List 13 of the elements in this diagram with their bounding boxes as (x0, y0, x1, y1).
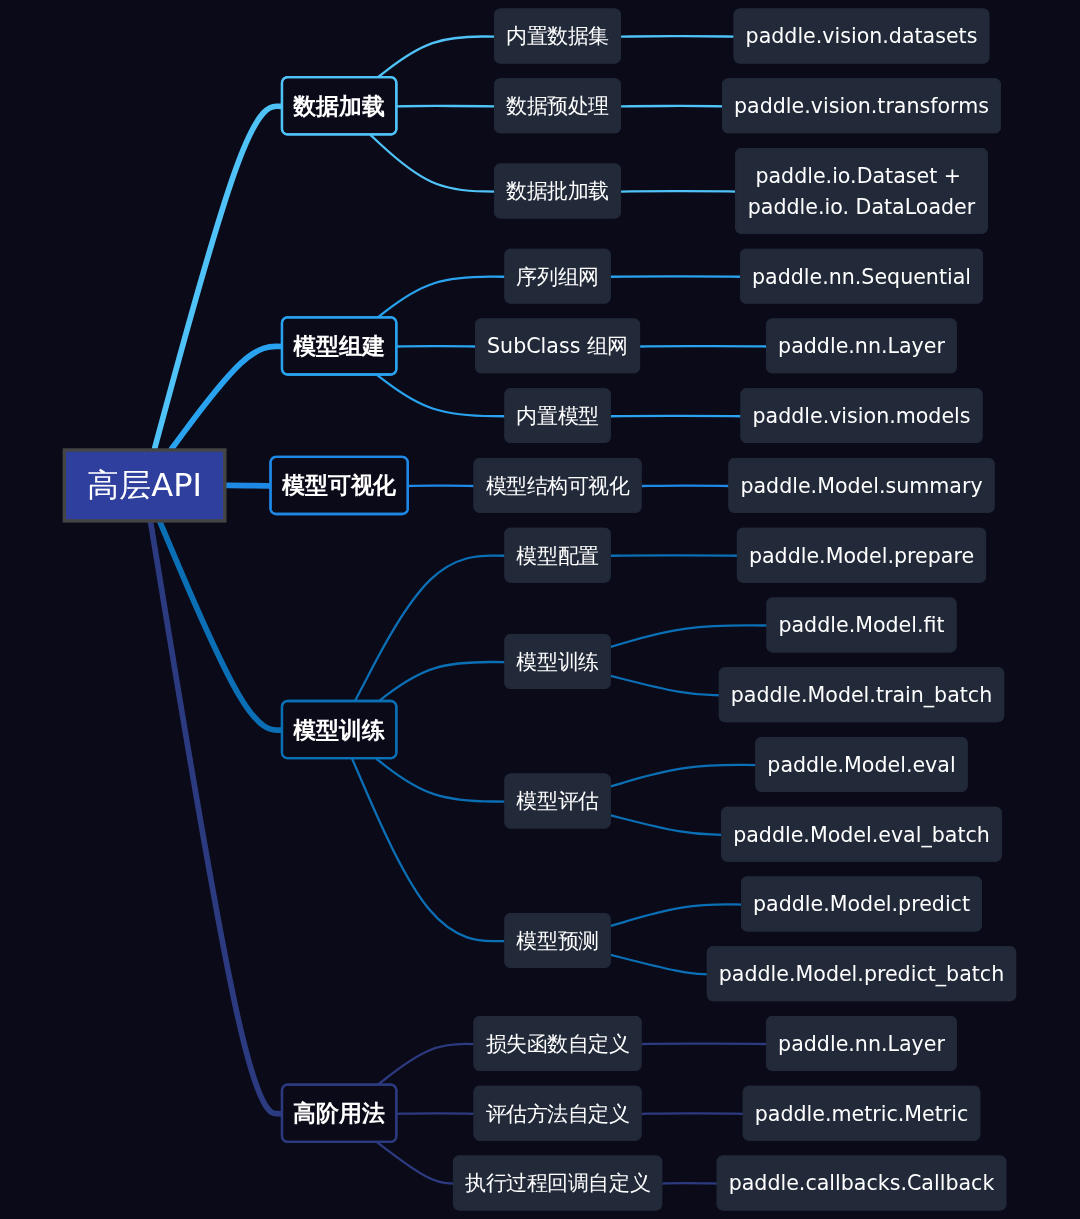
node-box: 高层API (62, 448, 227, 523)
connector (408, 484, 475, 488)
connector (147, 520, 283, 1117)
connector (621, 35, 735, 38)
connector (610, 674, 720, 697)
connector (641, 1112, 744, 1115)
connector (151, 103, 283, 451)
connector (662, 1182, 718, 1185)
connector (610, 624, 768, 649)
connector (396, 1112, 475, 1115)
connector (610, 414, 742, 418)
connector (610, 953, 708, 976)
connector (224, 482, 272, 489)
